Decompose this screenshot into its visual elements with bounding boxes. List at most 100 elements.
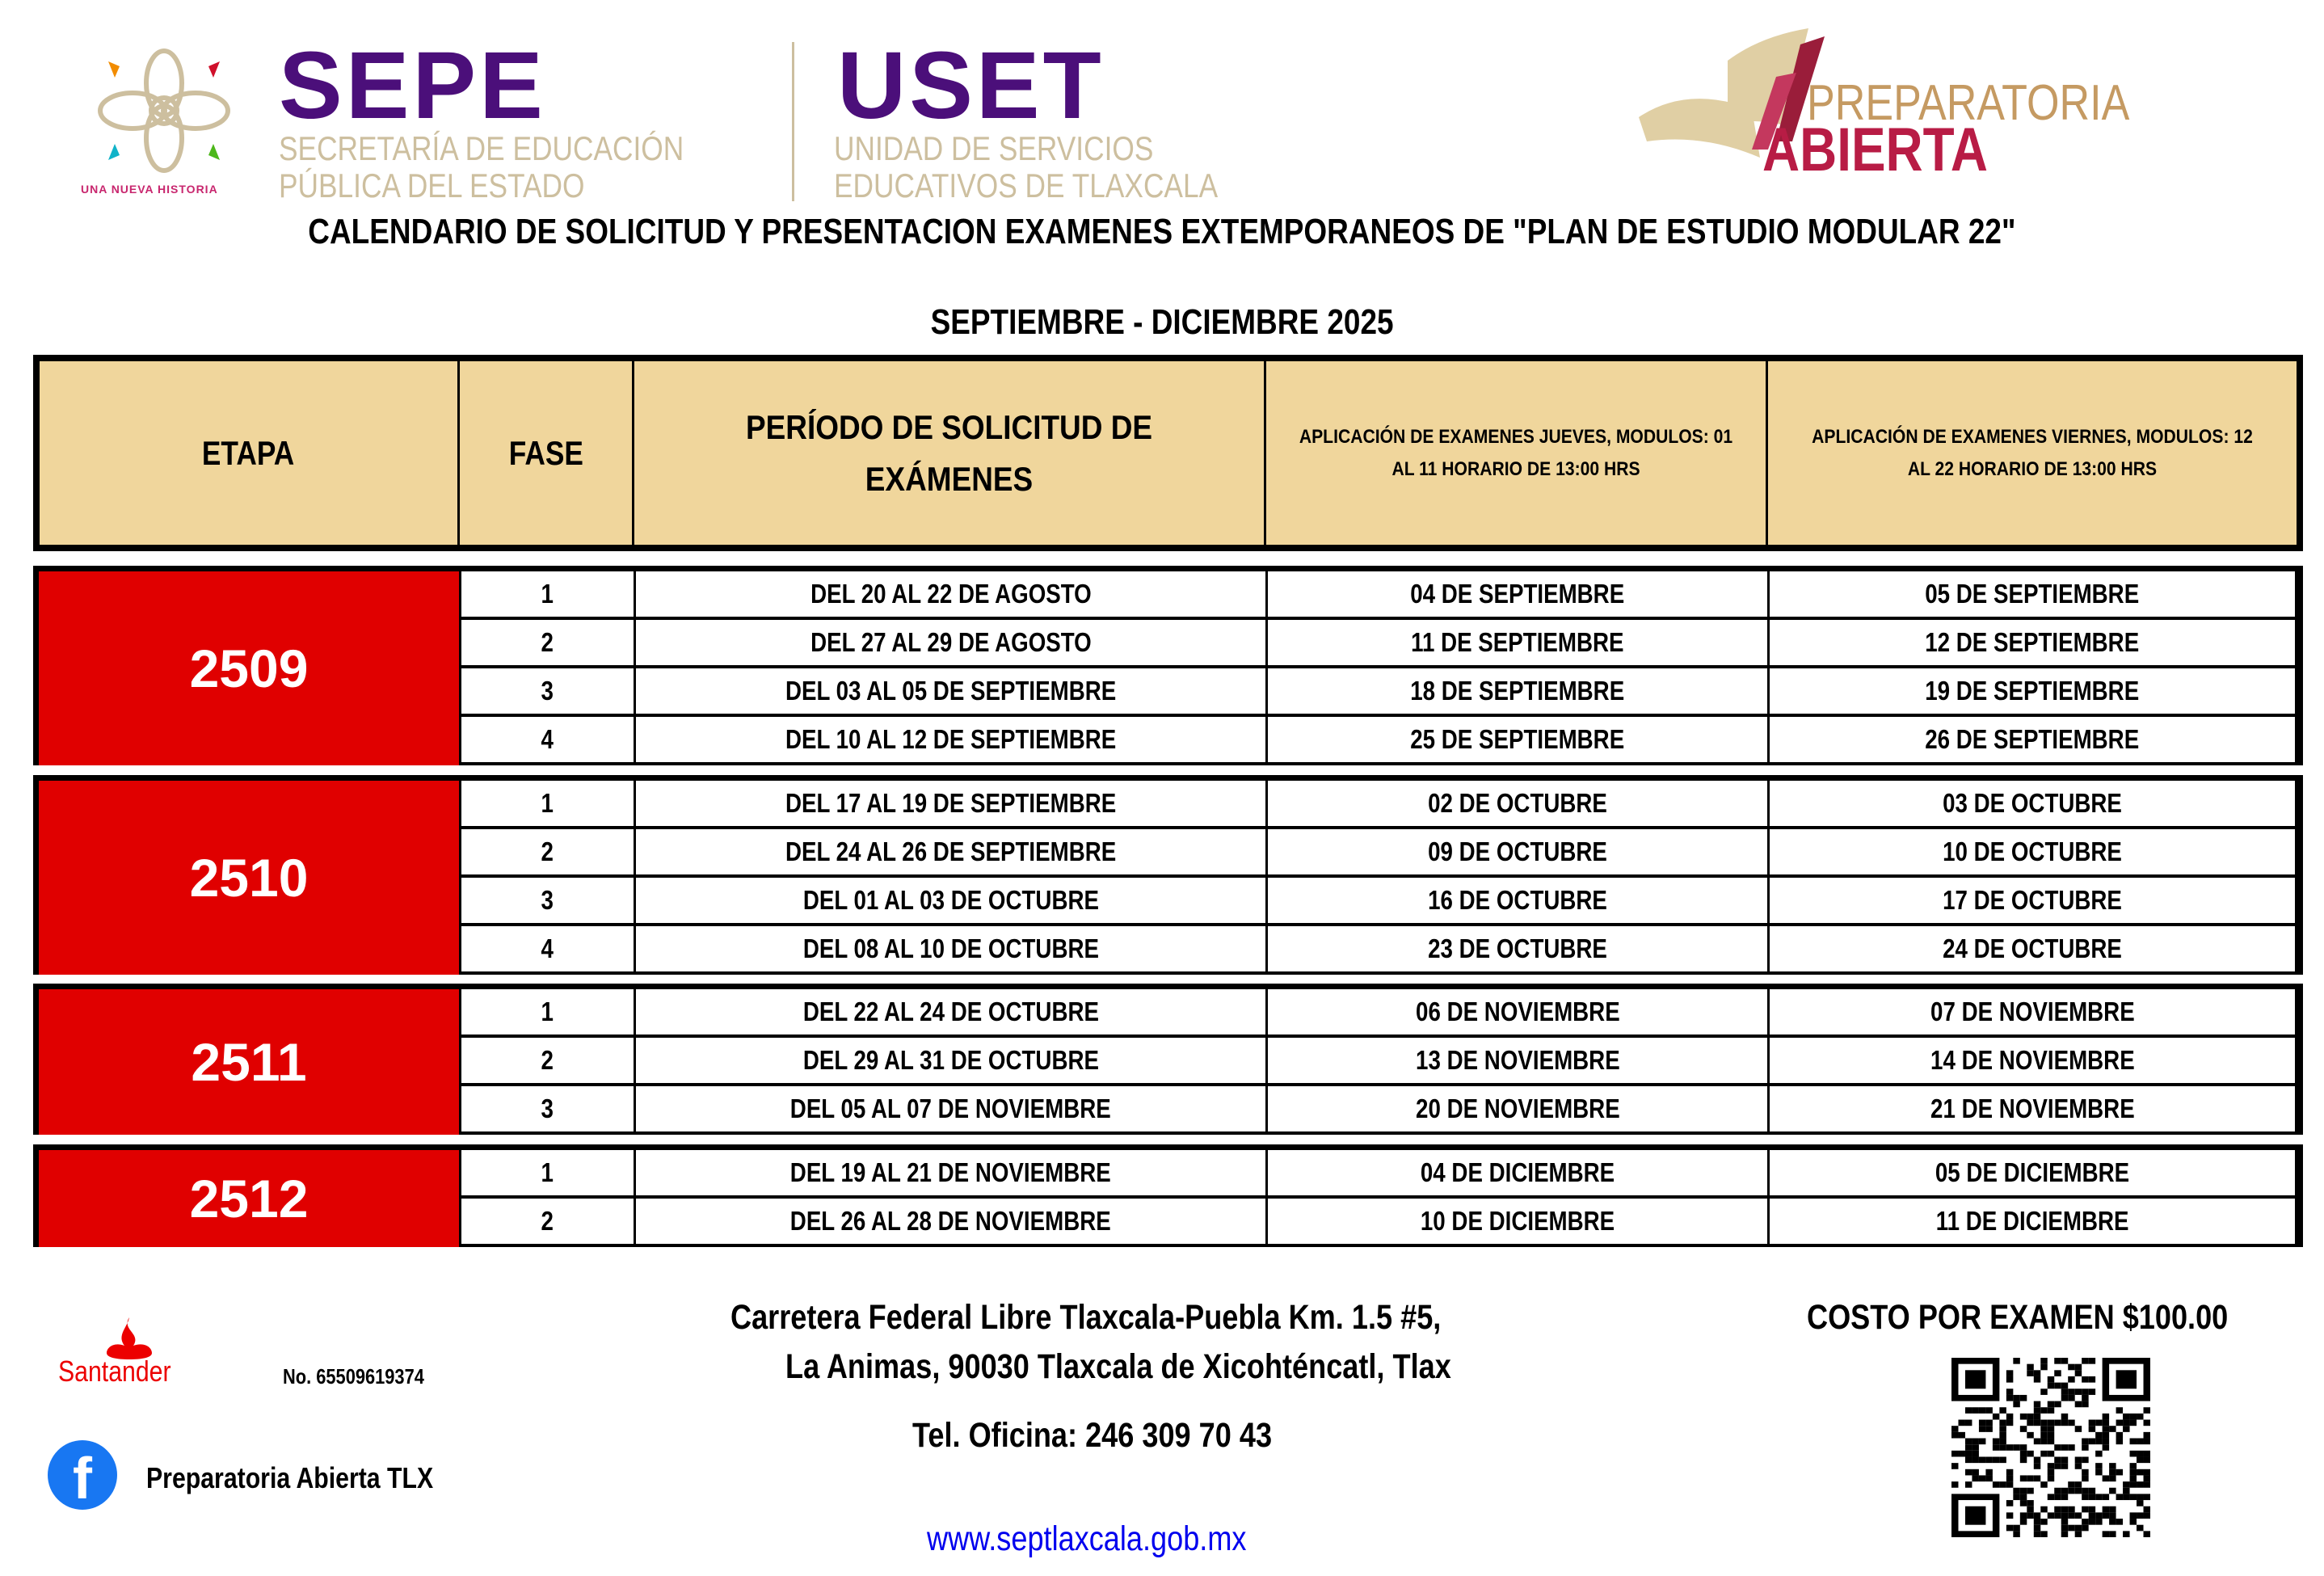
viernes-cell: 26 DE SEPTIEMBRE xyxy=(1770,717,2297,762)
page-subtitle: SEPTIEMBRE - DICIEMBRE 2025 xyxy=(0,302,2324,343)
viernes-cell-text: 11 DE DICIEMBRE xyxy=(1935,1206,2129,1236)
fase-cell: 4 xyxy=(461,717,636,762)
jueves-cell: 23 DE OCTUBRE xyxy=(1268,926,1770,971)
header-viernes: APLICACIÓN DE EXAMENES VIERNES, MODULOS:… xyxy=(1768,361,2297,545)
viernes-cell-text: 05 DE SEPTIEMBRE xyxy=(1925,579,2140,609)
jueves-cell: 02 DE OCTUBRE xyxy=(1268,781,1770,826)
sepe-line1: SECRETARÍA DE EDUCACIÓN xyxy=(279,129,761,168)
periodo-cell-text: DEL 19 AL 21 DE NOVIEMBRE xyxy=(790,1157,1111,1187)
etapa-cell: 2512 xyxy=(39,1150,461,1247)
table-header: ETAPA FASE PERÍODO DE SOLICITUD DE EXÁME… xyxy=(33,355,2303,551)
account-number: No. 65509619374 xyxy=(283,1364,451,1389)
jueves-cell-text: 25 DE SEPTIEMBRE xyxy=(1410,724,1625,754)
periodo-cell-text: DEL 17 AL 19 DE SEPTIEMBRE xyxy=(785,788,1117,818)
fase-cell-text: 1 xyxy=(541,788,554,818)
prepa-book-icon xyxy=(1639,28,1833,166)
website-link-text: www.septlaxcala.gob.mx xyxy=(927,1519,1247,1558)
viernes-cell-text: 17 DE OCTUBRE xyxy=(1943,885,2122,915)
viernes-cell-text: 05 DE DICIEMBRE xyxy=(1935,1157,2130,1187)
fase-cell: 3 xyxy=(461,668,636,714)
periodo-cell: DEL 03 AL 05 DE SEPTIEMBRE xyxy=(636,668,1268,714)
phone-number: Tel. Oficina: 246 309 70 43 xyxy=(912,1416,1341,1456)
jueves-cell: 09 DE OCTUBRE xyxy=(1268,829,1770,874)
header-viernes-text: APLICACIÓN DE EXAMENES VIERNES, MODULOS:… xyxy=(1812,425,2253,480)
jueves-cell: 06 DE NOVIEMBRE xyxy=(1268,989,1770,1035)
viernes-cell-text: 14 DE NOVIEMBRE xyxy=(1930,1045,2135,1075)
fase-rows: 1 DEL 17 AL 19 DE SEPTIEMBRE 02 DE OCTUBRE… xyxy=(461,781,2297,975)
prepa-line2-text: ABIERTA xyxy=(1762,116,1988,184)
uset-line1-text: UNIDAD DE SERVICIOS xyxy=(834,129,1154,167)
sepe-line2: PÚBLICA DEL ESTADO xyxy=(279,166,642,205)
facebook-page-name[interactable]: Preparatoria Abierta TLX xyxy=(146,1461,488,1495)
fase-cell-text: 1 xyxy=(541,1157,554,1187)
facebook-icon[interactable]: f xyxy=(48,1440,117,1510)
viernes-cell-text: 12 DE SEPTIEMBRE xyxy=(1925,627,2140,657)
uset-line1: UNIDAD DE SERVICIOS xyxy=(834,129,1215,168)
jueves-cell-text: 20 DE NOVIEMBRE xyxy=(1415,1094,1620,1123)
fase-cell-text: 1 xyxy=(541,997,554,1026)
table-row: 1 DEL 19 AL 21 DE NOVIEMBRE 04 DE DICIEMBR… xyxy=(461,1150,2297,1199)
viernes-cell-text: 21 DE NOVIEMBRE xyxy=(1930,1094,2135,1123)
header-jueves: APLICACIÓN DE EXAMENES JUEVES, MODULOS: … xyxy=(1266,361,1768,545)
table-row: 2 DEL 24 AL 26 DE SEPTIEMBRE 09 DE OCTUBRE… xyxy=(461,829,2297,878)
periodo-cell-text: DEL 24 AL 26 DE SEPTIEMBRE xyxy=(785,836,1117,866)
periodo-cell: DEL 19 AL 21 DE NOVIEMBRE xyxy=(636,1150,1268,1195)
jueves-cell: 13 DE NOVIEMBRE xyxy=(1268,1038,1770,1083)
jueves-cell-text: 10 DE DICIEMBRE xyxy=(1420,1206,1615,1236)
fase-cell: 1 xyxy=(461,989,636,1035)
address-line2-text: La Animas, 90030 Tlaxcala de Xicohténcat… xyxy=(785,1347,1451,1386)
address-line1: Carretera Federal Libre Tlaxcala-Puebla … xyxy=(730,1298,1577,1338)
viernes-cell: 05 DE SEPTIEMBRE xyxy=(1770,571,2297,617)
table-row: 2 DEL 27 AL 29 DE AGOSTO 11 DE SEPTIEMBRE 1… xyxy=(461,620,2297,668)
viernes-cell: 14 DE NOVIEMBRE xyxy=(1770,1038,2297,1083)
jueves-cell-text: 11 DE SEPTIEMBRE xyxy=(1411,627,1624,657)
periodo-cell: DEL 26 AL 28 DE NOVIEMBRE xyxy=(636,1199,1268,1244)
fase-rows: 1 DEL 19 AL 21 DE NOVIEMBRE 04 DE DICIEMBR… xyxy=(461,1150,2297,1247)
jueves-cell-text: 09 DE OCTUBRE xyxy=(1428,836,1607,866)
jueves-cell: 11 DE SEPTIEMBRE xyxy=(1268,620,1770,665)
periodo-cell: DEL 20 AL 22 DE AGOSTO xyxy=(636,571,1268,617)
viernes-cell: 24 DE OCTUBRE xyxy=(1770,926,2297,971)
periodo-cell-text: DEL 22 AL 24 DE OCTUBRE xyxy=(802,997,1099,1026)
jueves-cell: 20 DE NOVIEMBRE xyxy=(1268,1086,1770,1131)
jueves-cell: 25 DE SEPTIEMBRE xyxy=(1268,717,1770,762)
viernes-cell: 17 DE OCTUBRE xyxy=(1770,878,2297,923)
uset-line2-text: EDUCATIVOS DE TLAXCALA xyxy=(834,166,1219,204)
fase-cell-text: 1 xyxy=(541,579,554,609)
viernes-cell-text: 19 DE SEPTIEMBRE xyxy=(1925,676,2140,706)
periodo-cell: DEL 08 AL 10 DE OCTUBRE xyxy=(636,926,1268,971)
jueves-cell: 16 DE OCTUBRE xyxy=(1268,878,1770,923)
fase-cell-text: 2 xyxy=(541,836,554,866)
viernes-cell: 10 DE OCTUBRE xyxy=(1770,829,2297,874)
fase-cell: 2 xyxy=(461,829,636,874)
viernes-cell: 05 DE DICIEMBRE xyxy=(1770,1150,2297,1195)
fase-cell-text: 2 xyxy=(541,1206,554,1236)
etapa-cell: 2511 xyxy=(39,989,461,1135)
viernes-cell: 03 DE OCTUBRE xyxy=(1770,781,2297,826)
viernes-cell: 12 DE SEPTIEMBRE xyxy=(1770,620,2297,665)
uset-logo-text: USET xyxy=(837,32,1105,139)
periodo-cell-text: DEL 27 AL 29 DE AGOSTO xyxy=(810,627,1092,657)
fase-cell-text: 2 xyxy=(541,627,554,657)
address-line2: La Animas, 90030 Tlaxcala de Xicohténcat… xyxy=(785,1347,1578,1387)
website-link[interactable]: www.septlaxcala.gob.mx xyxy=(927,1519,1307,1559)
fase-cell: 1 xyxy=(461,781,636,826)
fase-cell-text: 4 xyxy=(541,933,554,963)
uset-line2: EDUCATIVOS DE TLAXCALA xyxy=(834,166,1291,205)
periodo-cell-text: DEL 20 AL 22 DE AGOSTO xyxy=(810,579,1092,609)
sepe-tagline: UNA NUEVA HISTORIA xyxy=(81,183,218,196)
viernes-cell: 19 DE SEPTIEMBRE xyxy=(1770,668,2297,714)
viernes-cell: 21 DE NOVIEMBRE xyxy=(1770,1086,2297,1131)
qr-code[interactable] xyxy=(1951,1358,2150,1537)
sepe-logo-text: SEPE xyxy=(279,32,546,139)
fase-cell: 2 xyxy=(461,1038,636,1083)
etapa-cell: 2509 xyxy=(39,571,461,765)
jueves-cell-text: 06 DE NOVIEMBRE xyxy=(1415,997,1620,1026)
periodo-cell-text: DEL 10 AL 12 DE SEPTIEMBRE xyxy=(785,724,1117,754)
jueves-cell-text: 04 DE DICIEMBRE xyxy=(1420,1157,1615,1187)
